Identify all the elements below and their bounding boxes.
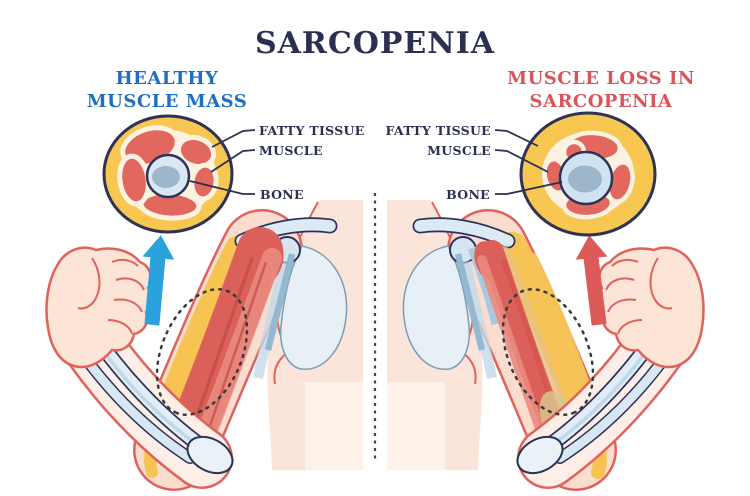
fatty-tissue-pointer-line: [211, 129, 256, 148]
bone-pointer-line: [189, 180, 255, 195]
sarcopenia-cross-section-labels: FATTY TISSUE MUSCLE BONE: [385, 123, 563, 202]
bone-core: [152, 166, 180, 188]
sarcopenia-heading-line1: MUSCLE LOSS IN: [507, 68, 695, 89]
sarcopenia-arm-illustration: [387, 200, 705, 491]
muscle-pointer-line: [210, 149, 256, 173]
fist: [595, 246, 705, 369]
healthy-up-arrow-icon: [142, 235, 175, 326]
dashed-measurement-ellipse: [155, 288, 249, 416]
sarcopenia-heading: MUSCLE LOSS IN SARCOPENIA: [507, 68, 695, 112]
muscle-label: MUSCLE: [259, 143, 323, 158]
healthy-cross-section-labels: FATTY TISSUE MUSCLE BONE: [189, 123, 365, 202]
muscle-pointer-line: [494, 149, 549, 173]
healthy-arm-illustration: [45, 200, 363, 491]
healthy-heading: HEALTHY MUSCLE MASS: [87, 68, 248, 112]
healthy-cross-section: [102, 114, 234, 234]
fatty-tissue-label: FATTY TISSUE: [259, 123, 365, 138]
sarcopenia-up-arrow-icon: [575, 235, 608, 326]
healthy-heading-line2: MUSCLE MASS: [87, 91, 248, 112]
healthy-heading-line1: HEALTHY: [116, 68, 219, 89]
page-title: SARCOPENIA: [255, 26, 495, 61]
fatty-tissue-pointer-line: [494, 129, 539, 147]
sarcopenia-cross-section: [519, 111, 657, 237]
sarcopenia-heading-line2: SARCOPENIA: [529, 91, 673, 112]
fatty-tissue-label: FATTY TISSUE: [385, 123, 491, 138]
muscle-segments: [117, 125, 219, 221]
bone-core: [568, 165, 602, 193]
bone-label: BONE: [260, 187, 304, 202]
bone-label: BONE: [446, 187, 490, 202]
dashed-measurement-ellipse: [501, 288, 595, 416]
muscle-label: MUSCLE: [427, 143, 491, 158]
fist: [45, 246, 155, 369]
bone-pointer-line: [495, 181, 563, 195]
